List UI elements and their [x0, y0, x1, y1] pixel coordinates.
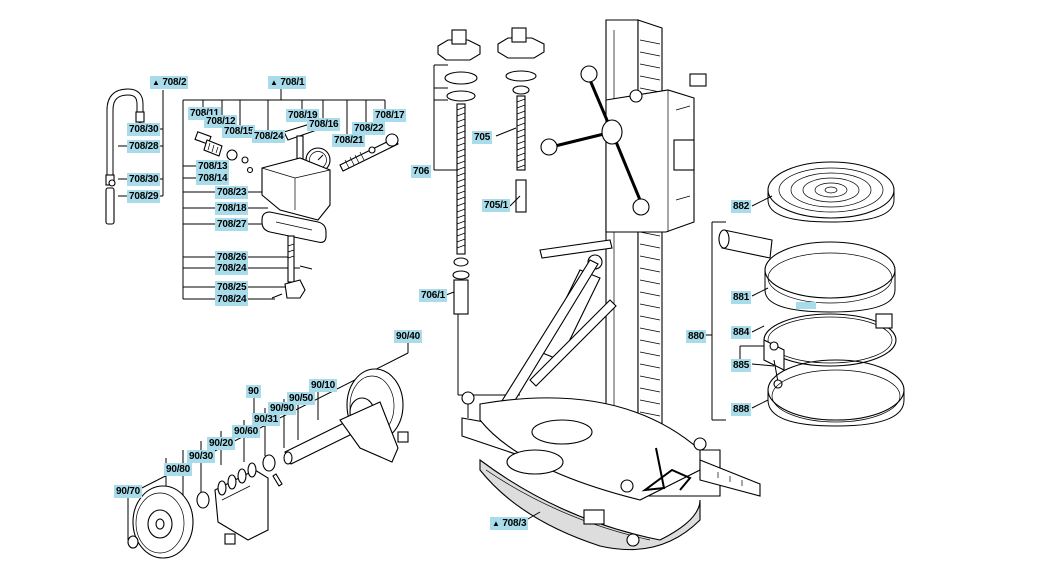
part-label: 881 [731, 291, 752, 304]
part-label: 708/30 [127, 173, 161, 186]
part-label: 880 [686, 330, 707, 343]
part-label: 708/25 [215, 281, 249, 294]
wheel-assembly-drawing [127, 368, 409, 559]
part-label: 90/60 [232, 425, 261, 438]
part-label: 708/16 [307, 118, 341, 131]
part-label: 708/12 [204, 115, 238, 128]
part-label: 90/40 [394, 330, 423, 343]
ring-marker [796, 302, 816, 309]
part-label: 708/30 [127, 123, 161, 136]
part-label: 708/17 [373, 109, 407, 122]
part-label: 708/22 [352, 122, 386, 135]
part-label: 90/90 [268, 402, 297, 415]
part-label: 708/23 [215, 186, 249, 199]
part-label: 708/28 [127, 140, 161, 153]
part-label: 90/10 [309, 379, 338, 392]
part-label: 705 [472, 131, 493, 144]
part-label: 708/24 [215, 293, 249, 306]
part-label: 882 [731, 200, 752, 213]
part-label: 708/18 [215, 202, 249, 215]
group-label-708-3: ▲ 708/3 [490, 517, 529, 530]
part-label: 90/50 [287, 392, 316, 405]
spindle-706-drawing [437, 29, 520, 396]
part-label: 888 [731, 403, 752, 416]
leader-lines-880 [706, 195, 775, 421]
part-label: 708/13 [196, 160, 230, 173]
part-label: 705/1 [482, 199, 511, 212]
part-label: 884 [731, 326, 752, 339]
group-label-708-1: ▲ 708/1 [268, 76, 307, 89]
part-label: 708/21 [332, 134, 366, 147]
part-label: 90/31 [252, 413, 281, 426]
part-label: 708/14 [196, 172, 230, 185]
part-label: 90/80 [164, 463, 193, 476]
part-label: 90 [246, 385, 261, 398]
drill-stand-drawing [461, 19, 761, 551]
part-label: 885 [731, 359, 752, 372]
spindle-705-drawing [497, 27, 545, 213]
vacuum-pad-group-drawing [718, 161, 905, 427]
part-label: 708/24 [252, 130, 286, 143]
gauge-assembly-drawing [194, 123, 399, 299]
part-label: 706/1 [419, 289, 448, 302]
group-label-708-2: ▲ 708/2 [150, 76, 189, 89]
part-label: 708/26 [215, 251, 249, 264]
part-label: 706 [411, 165, 432, 178]
part-label: 90/20 [207, 437, 236, 450]
part-label: 708/29 [127, 190, 161, 203]
part-label: 90/30 [187, 450, 216, 463]
part-label: 708/24 [215, 262, 249, 275]
part-label: 708/27 [215, 218, 249, 231]
hose-assembly-drawing [105, 88, 145, 225]
part-label: 708/15 [222, 125, 256, 138]
part-label: 90/70 [114, 485, 143, 498]
leader-lines-705-706 [433, 64, 521, 296]
